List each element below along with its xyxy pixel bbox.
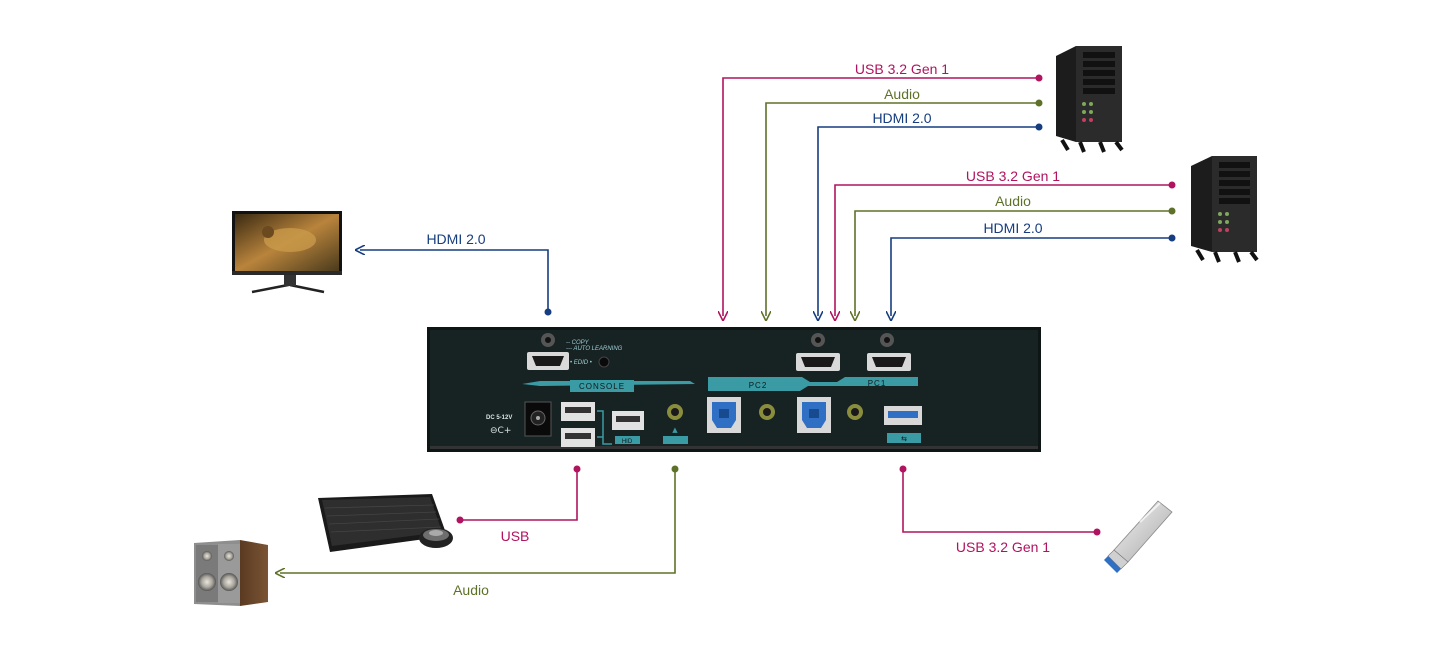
pc1-audio-jack <box>847 404 863 420</box>
usb-hid-port <box>612 411 644 430</box>
pc1-panel-label: PC1 <box>868 379 887 388</box>
svg-text:⇆: ⇆ <box>901 435 907 443</box>
flash-usb-dot-top <box>899 465 907 473</box>
flash-usb-line <box>902 469 1097 533</box>
pc2-panel-label: PC2 <box>749 381 768 390</box>
speaker-audio-line <box>280 469 676 573</box>
keyboard-usb-dot-top <box>573 465 581 473</box>
pc2-hdmi-line <box>891 237 1172 316</box>
usb-a-port-icon <box>561 402 595 447</box>
edid-label: • EDID • <box>570 360 592 366</box>
monitor-hdmi-line <box>360 250 549 312</box>
pc2-usb-dot <box>1168 181 1176 189</box>
speaker-audio-dot <box>671 465 679 473</box>
pc2-audio-label: Audio <box>995 193 1031 209</box>
pc1-hdmi-dot <box>1035 123 1043 131</box>
pc1-usb-label: USB 3.2 Gen 1 <box>855 61 949 77</box>
keyboard-icon <box>318 494 447 552</box>
hid-label: HID <box>622 439 633 445</box>
pc2-audio-line <box>855 210 1172 316</box>
pc1-hdmi-port <box>867 333 911 371</box>
monitor-hdmi-label: HDMI 2.0 <box>426 231 485 247</box>
audio-jack-icon <box>667 404 683 420</box>
svg-text:▲: ▲ <box>672 426 678 434</box>
edid-button[interactable] <box>598 356 610 368</box>
pc1-audio-line <box>766 102 1039 316</box>
keyboard-usb-dot-end <box>456 516 464 524</box>
pc1-audio-label: Audio <box>884 86 920 102</box>
flash-usb-dot-end <box>1093 528 1101 536</box>
pc2-usb-b-port <box>707 397 741 433</box>
console-hdmi-port <box>527 333 569 370</box>
dc-polarity-icon: ⊖C+ <box>490 426 511 436</box>
pc2-usb-line <box>835 184 1172 316</box>
monitor-icon <box>232 211 342 294</box>
usb3-a-port <box>884 406 922 425</box>
pc2-hdmi-label: HDMI 2.0 <box>983 220 1042 236</box>
copy-label: -- COPY <box>566 340 590 346</box>
usb-flash-drive-icon <box>1104 500 1173 573</box>
pc1-usb-dot <box>1035 74 1043 82</box>
pc-tower-icon-2 <box>1191 156 1259 263</box>
pc-tower-icon <box>1056 46 1124 153</box>
speaker-audio-label: Audio <box>453 582 489 598</box>
pc1-usb-line <box>723 77 1039 316</box>
kvm-switch-rear-panel: -- COPY --- AUTO LEARNING • EDID • CONSO… <box>427 327 1041 452</box>
pc2-hdmi-dot <box>1168 234 1176 242</box>
pc2-usb-label: USB 3.2 Gen 1 <box>966 168 1060 184</box>
pc1-hdmi-line <box>818 126 1039 316</box>
pc1-usb-b-port <box>797 397 831 433</box>
pc2-hdmi-port <box>796 333 840 371</box>
keyboard-usb-label: USB <box>501 528 530 544</box>
pc2-audio-dot <box>1168 207 1176 215</box>
mouse-icon <box>419 528 453 548</box>
console-label: CONSOLE <box>579 382 625 391</box>
speaker-icon <box>194 540 268 606</box>
dc-power-jack-icon <box>524 401 552 437</box>
dc-label: DC 5-12V <box>486 415 512 421</box>
pc1-hdmi-label: HDMI 2.0 <box>872 110 931 126</box>
flash-usb-label: USB 3.2 Gen 1 <box>956 539 1050 555</box>
monitor-hdmi-dot <box>544 308 552 316</box>
keyboard-usb-line <box>460 469 578 521</box>
hdmi-port-icon <box>532 356 564 366</box>
pc2-audio-jack <box>759 404 775 420</box>
auto-learning-label: --- AUTO LEARNING <box>566 346 623 352</box>
pc1-audio-dot <box>1035 99 1043 107</box>
